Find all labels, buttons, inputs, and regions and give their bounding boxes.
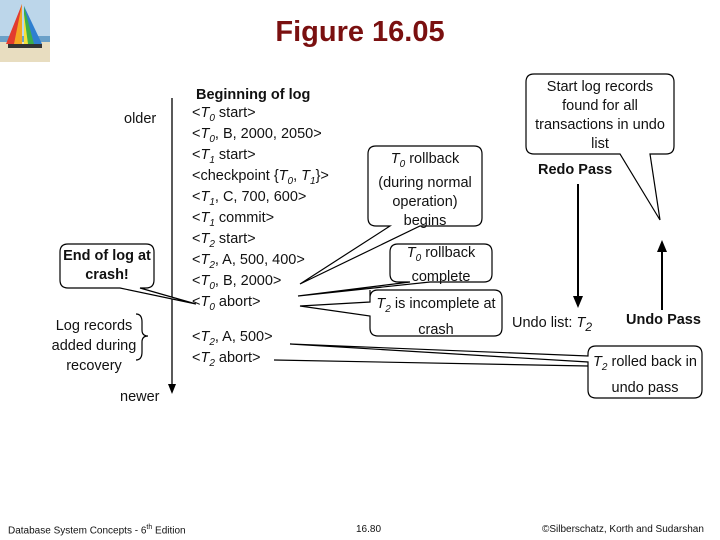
t0-rollback-complete-bubble [297,243,493,297]
log-record: <T0 abort> [192,294,261,313]
log-record: <T2 abort> [192,350,261,369]
end-of-log-bubble [59,243,197,305]
log-record: <T2 start> [192,231,256,250]
t0-rollback-begins-callout: T0 rollback (during normal operation) be… [378,151,472,229]
axis-newer-label: newer [120,389,160,405]
page-title: Figure 16.05 [275,16,445,48]
footer-page-number: 16.80 [356,524,382,535]
timeline-arrowhead [168,384,176,394]
log-record: <T0, B, 2000> [192,273,282,292]
footer-copyright: ©Silberschatz, Korth and Sudarshan [542,524,704,535]
start-log-records-callout: Start log records found for all transact… [535,79,665,152]
redo-pass-label: Redo Pass [538,162,613,178]
log-header: Beginning of log [196,87,311,103]
log-record: <T0 start> [192,105,256,124]
log-record: <T2, A, 500> [192,329,273,348]
undo-pass-label: Undo Pass [626,312,701,328]
log-records-added-callout: Log records added during recovery [51,318,137,374]
log-record: <checkpoint {T0, T1}> [192,168,329,187]
log-record: <T1 start> [192,147,256,166]
t2-rolled-back-callout: T2 rolled back in undo pass [593,354,697,396]
t2-incomplete-bubble [299,289,503,337]
undo-list-label: Undo list: T2 [512,315,593,334]
footer-left: Database System Concepts - 6th Edition [8,524,186,537]
t2-incomplete-callout: T2 is incomplete at crash [376,296,496,338]
t0-rollback-complete-callout: T0 rollback complete [406,245,476,285]
log-record: <T1 commit> [192,210,275,229]
end-of-log-callout: End of log at crash! [63,248,151,283]
t2-rolled-back-bubble [289,343,703,399]
sailboat-logo [0,0,50,62]
recovery-brace [135,313,149,361]
axis-older-label: older [124,111,157,127]
log-record: <T1, C, 700, 600> [192,189,307,208]
t0-rollback-begins-bubble [299,145,483,285]
start-log-records-bubble [525,73,675,221]
log-record: <T0, B, 2000, 2050> [192,126,322,145]
log-record: <T2, A, 500, 400> [192,252,305,271]
